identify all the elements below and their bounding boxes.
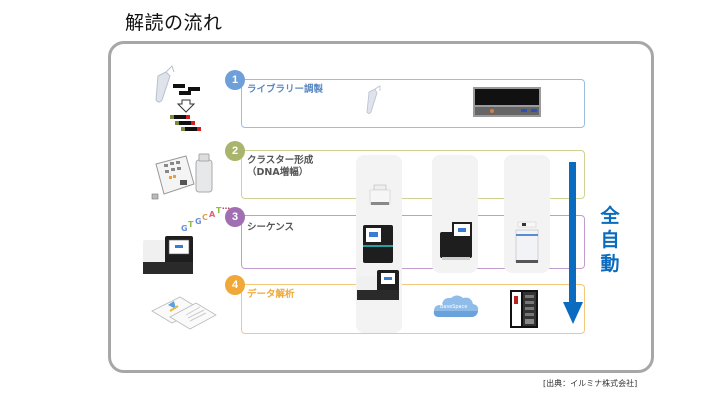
sequence-letter: C <box>202 213 208 222</box>
sequence-letter: T <box>216 206 222 215</box>
miseq-sequencer-icon <box>440 222 472 260</box>
tube-icon <box>366 85 381 114</box>
step-1-box <box>241 79 585 128</box>
step-3-badge: 3 <box>225 207 245 227</box>
automation-label: 全 自 動 <box>598 204 622 276</box>
sequence-letter: T <box>188 220 194 229</box>
automation-char: 動 <box>600 253 620 275</box>
automation-char: 全 <box>600 205 620 227</box>
step-1-badge: 1 <box>225 70 245 90</box>
page-title: 解読の流れ <box>125 12 223 34</box>
source-note: [出典：イルミナ株式会社] <box>543 379 638 388</box>
cbot-instrument-icon <box>369 184 391 205</box>
sequence-letter: G <box>195 217 202 226</box>
basespace-cloud-icon <box>433 295 479 317</box>
sequencer-icon <box>143 236 193 274</box>
sequence-letter: G <box>181 224 188 233</box>
step-4-box <box>241 284 585 334</box>
step-3-box <box>241 215 585 269</box>
tube-and-fragments-icon <box>155 65 201 131</box>
sequence-letter: … <box>222 202 230 211</box>
basespace-cloud-label: BaseSpace <box>440 304 468 310</box>
step-4-label: データ解析 <box>247 289 295 300</box>
reagent-cartridge-icon <box>151 153 213 200</box>
step-3-label: シーケンス <box>247 222 295 233</box>
step-1-label: ライブラリー調製 <box>247 84 324 95</box>
data-report-icon <box>151 296 217 330</box>
automation-arrow-head <box>563 302 583 324</box>
step-4-badge: 4 <box>225 275 245 295</box>
server-icon <box>510 290 538 328</box>
hiseq-sequencer-icon <box>363 225 393 263</box>
sequence-letter: A <box>209 210 216 219</box>
automation-arrow <box>569 162 576 304</box>
step-2-badge: 2 <box>225 141 245 161</box>
automation-char: 自 <box>600 229 620 251</box>
step-2-label: クラスター形成 （DNA増幅） <box>247 155 314 178</box>
benchtop-sequencer-icon <box>357 270 399 300</box>
library-prep-instrument-icon <box>473 87 541 117</box>
nextseq-sequencer-icon <box>515 221 539 263</box>
step-2-box <box>241 150 585 199</box>
